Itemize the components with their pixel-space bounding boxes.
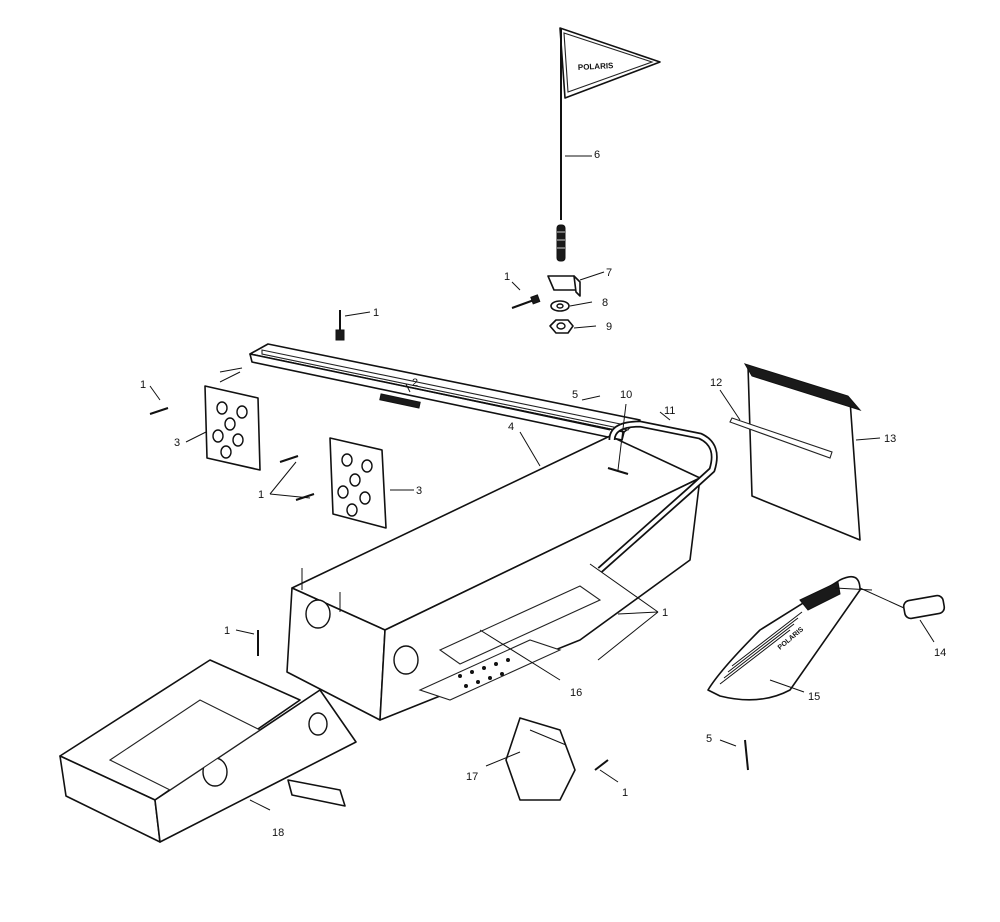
callout-8: 8: [602, 297, 608, 309]
flag-assembly[interactable]: POLARIS: [556, 27, 661, 262]
callout-4: 4: [508, 421, 514, 433]
callout-1-flag: 1: [504, 271, 510, 283]
callout-12: 12: [710, 377, 722, 389]
callout-3-right: 3: [416, 485, 422, 497]
flag-bracket[interactable]: [547, 275, 581, 297]
callout-9: 9: [606, 321, 612, 333]
callout-13: 13: [884, 433, 896, 445]
callout-17: 17: [466, 771, 478, 783]
flag-logo-text: POLARIS: [578, 61, 615, 72]
snow-flap[interactable]: [729, 363, 862, 541]
callout-1-tunnel: 1: [662, 607, 668, 619]
front-chassis[interactable]: [59, 659, 357, 843]
rear-grab-bar[interactable]: [597, 420, 718, 573]
callout-1-cover: 1: [622, 787, 628, 799]
callout-10: 10: [620, 389, 632, 401]
flag-nut[interactable]: [549, 319, 574, 334]
grab-bar-bolt[interactable]: [607, 467, 629, 475]
callout-7: 7: [606, 267, 612, 279]
callout-leaders: [149, 155, 935, 811]
flag-washer[interactable]: [550, 300, 570, 312]
callout-5-tunnel: 5: [572, 389, 578, 401]
callout-labels: 6 7 8 9 1 1 1 1 1 1 1 2 3 3 4 5 5 10 11 …: [140, 149, 946, 839]
tunnel-vents: [458, 658, 510, 688]
reflector[interactable]: [902, 594, 946, 620]
callout-6: 6: [594, 149, 600, 161]
rail-bolt[interactable]: [335, 310, 345, 341]
tunnel-cover[interactable]: [505, 717, 576, 801]
callout-1-plate: 1: [140, 379, 146, 391]
callout-3-left: 3: [174, 437, 180, 449]
cover-rivet[interactable]: [594, 759, 609, 771]
bumper-bolt[interactable]: [744, 739, 749, 771]
callout-1-rail: 1: [373, 307, 379, 319]
callout-15: 15: [808, 691, 820, 703]
mounting-plate-right[interactable]: [329, 437, 387, 529]
callout-2: 2: [412, 377, 418, 389]
rail-bracket[interactable]: [249, 343, 641, 441]
callout-14: 14: [934, 647, 946, 659]
callout-11: 11: [664, 405, 675, 417]
callout-16: 16: [570, 687, 582, 699]
callout-5-bumper: 5: [706, 733, 712, 745]
callout-18: 18: [272, 827, 284, 839]
flag-bolt[interactable]: [511, 294, 541, 309]
mounting-plate-left[interactable]: [204, 385, 261, 471]
rear-bumper-cover[interactable]: POLARIS: [707, 575, 861, 701]
tunnel[interactable]: [286, 435, 701, 721]
callout-1-chassis: 1: [224, 625, 230, 637]
callout-1-plates: 1: [258, 489, 264, 501]
